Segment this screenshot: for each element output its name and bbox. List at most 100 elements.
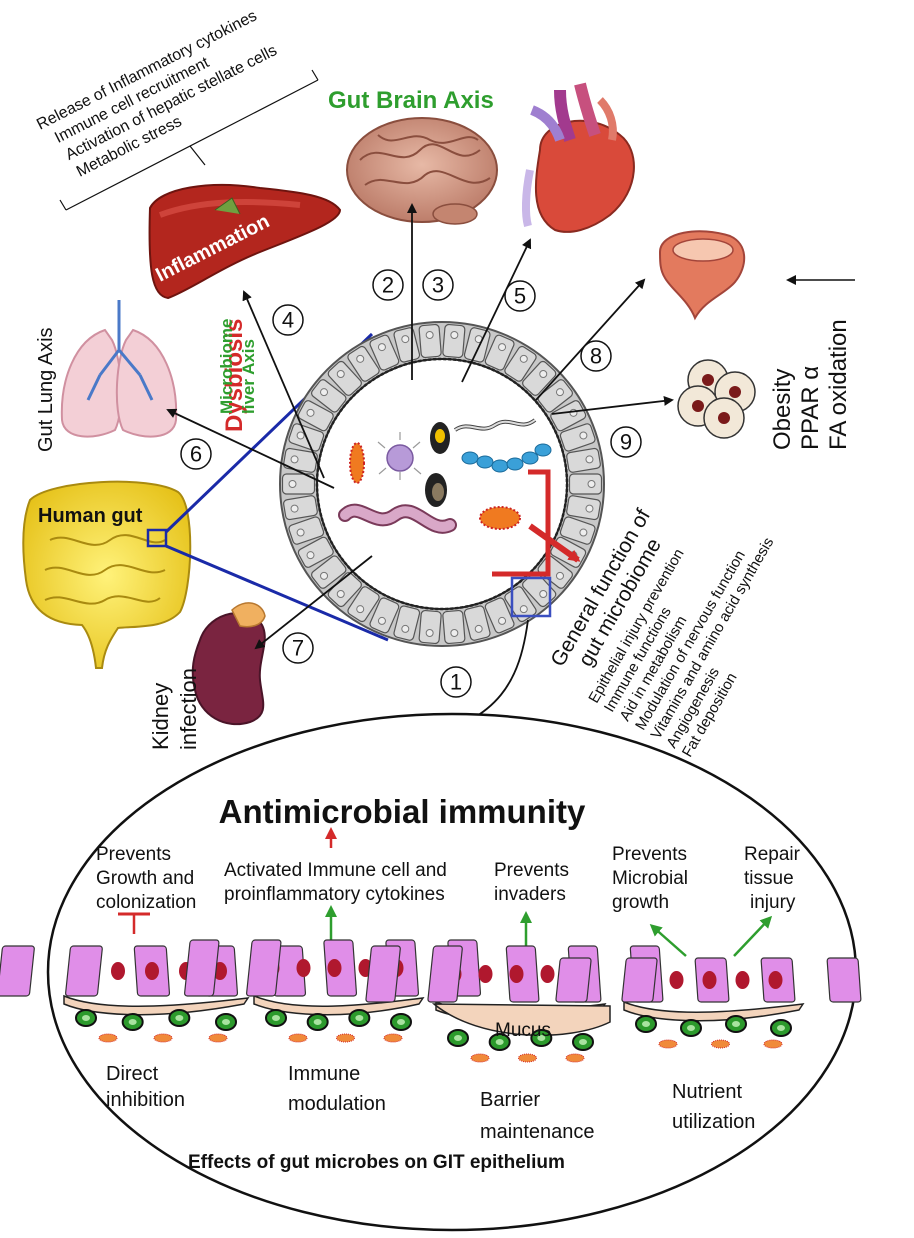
- bacterium-core: [495, 1039, 504, 1045]
- cell-nucleus: [585, 455, 594, 464]
- cell-nucleus: [288, 480, 297, 488]
- microbes: [338, 418, 552, 534]
- bacterium-core: [454, 1035, 462, 1041]
- microbe: [336, 1033, 355, 1043]
- epithelial-cell: [522, 360, 557, 396]
- epithelial-cell: [504, 345, 537, 382]
- epithelial-cell: [311, 555, 347, 589]
- epithelium-effects-footer: Effects of gut microbes on GIT epitheliu…: [188, 1152, 565, 1173]
- kidney-illustration: [191, 602, 266, 726]
- bacterium-core: [687, 1025, 695, 1031]
- cell-nucleus: [669, 971, 684, 989]
- microbe: [153, 1033, 173, 1043]
- epithelial-cell: [566, 447, 601, 473]
- general-function-arrow: [528, 523, 581, 563]
- cell-nucleus: [555, 571, 564, 580]
- number-markers: 1 2 3 4 5 6 7 8 9: [180, 269, 642, 698]
- cell-nucleus: [306, 551, 315, 560]
- number-1: 1: [450, 670, 462, 695]
- mechanism-2-line2: modulation: [288, 1093, 386, 1115]
- epithelial-cell: [283, 495, 318, 521]
- bacterium-core: [642, 1021, 650, 1027]
- epithelial-cell: [65, 945, 103, 997]
- epithelial-cell: [327, 360, 362, 396]
- epithelial-cell: [297, 400, 334, 432]
- epithelial-cell: [288, 516, 325, 545]
- number-6: 6: [190, 442, 202, 467]
- microbe: [208, 1033, 228, 1043]
- inflammation-list-text: Release of Inflammatory cytokines Immune…: [34, 7, 280, 180]
- epithelial-cell: [568, 473, 603, 495]
- epithelial-cell: [484, 334, 515, 371]
- epithelial-cell: [311, 379, 347, 413]
- cell-nucleus: [450, 331, 459, 340]
- number-7: 7: [292, 636, 304, 661]
- microbe: [763, 1039, 783, 1049]
- repair-2: tissue: [744, 868, 794, 889]
- prevents-growth-2: Growth and: [96, 868, 194, 889]
- microbiome-axis-label-2: liver Axis: [239, 339, 258, 414]
- prevents-microbial-2: Microbial: [612, 868, 688, 889]
- epithelial-cell: [0, 945, 35, 997]
- human-gut-illustration: [22, 480, 192, 669]
- cell-nucleus: [306, 408, 315, 417]
- bacterium-core: [128, 1019, 137, 1025]
- dysbiosis-label: Dysbiosis: [221, 319, 248, 432]
- bacterium-core: [272, 1015, 280, 1021]
- zoom-box: [510, 576, 552, 618]
- epithelial-cell: [369, 334, 400, 371]
- antimicrobial-immunity-title: Antimicrobial immunity: [219, 793, 586, 830]
- microbe: [518, 1053, 537, 1063]
- bladder-illustration: [658, 230, 746, 321]
- bacterium-core: [222, 1019, 230, 1025]
- epithelial-cell: [283, 447, 318, 473]
- cell-nucleus: [579, 528, 588, 537]
- prevents-invaders-1: Prevents: [494, 860, 569, 881]
- cell-nucleus: [320, 571, 329, 580]
- cell-nucleus: [702, 971, 717, 989]
- cell-nucleus: [735, 971, 750, 989]
- cell-nucleus: [296, 528, 305, 537]
- epithelial-cell: [621, 957, 658, 1003]
- cell-nucleus: [539, 370, 548, 379]
- cell-nucleus: [498, 616, 507, 625]
- kidney-label: Kidney: [148, 683, 173, 750]
- epithelial-cell: [393, 327, 421, 363]
- bacterium-core: [732, 1021, 740, 1027]
- cell-nucleus: [377, 616, 386, 625]
- number-4: 4: [282, 308, 294, 333]
- inhibition-bracket: [492, 469, 551, 577]
- epithelial-cell: [566, 495, 601, 521]
- epithelial-cell: [369, 597, 400, 634]
- epithelial-cell: [281, 473, 316, 495]
- cell-nucleus: [377, 343, 386, 352]
- epithelial-cell: [537, 379, 573, 413]
- bacterium-core: [175, 1015, 184, 1021]
- bacterium-core: [579, 1039, 587, 1045]
- cell-nucleus: [336, 370, 345, 379]
- number-2: 2: [382, 273, 394, 298]
- numbered-arrows: [166, 203, 674, 742]
- mucus-label: Mucus: [495, 1020, 551, 1041]
- epithelial-cell: [246, 939, 282, 997]
- cell-nucleus: [296, 431, 305, 440]
- prevents-growth-1: Prevents: [96, 844, 171, 865]
- lungs-illustration: [60, 300, 178, 438]
- epithelial-cell: [427, 945, 463, 1003]
- prevents-microbial-1: Prevents: [612, 844, 687, 865]
- cell-nucleus: [478, 965, 493, 983]
- epithelial-cell: [418, 323, 442, 359]
- bacterium-core: [777, 1025, 785, 1031]
- mechanism-1-line1: Direct: [106, 1063, 159, 1085]
- epithelial-cell: [826, 957, 862, 1003]
- cell-nucleus: [587, 480, 596, 488]
- fat-cells-illustration: [677, 359, 756, 439]
- kidney-infection-label: infection: [176, 668, 201, 750]
- microbe: [658, 1039, 678, 1049]
- epithelial-cell: [347, 345, 380, 382]
- epithelial-cell: [297, 536, 334, 568]
- microbe: [470, 1053, 490, 1063]
- mechanism-4-line2: utilization: [672, 1111, 755, 1133]
- epithelial-cell: [559, 516, 596, 545]
